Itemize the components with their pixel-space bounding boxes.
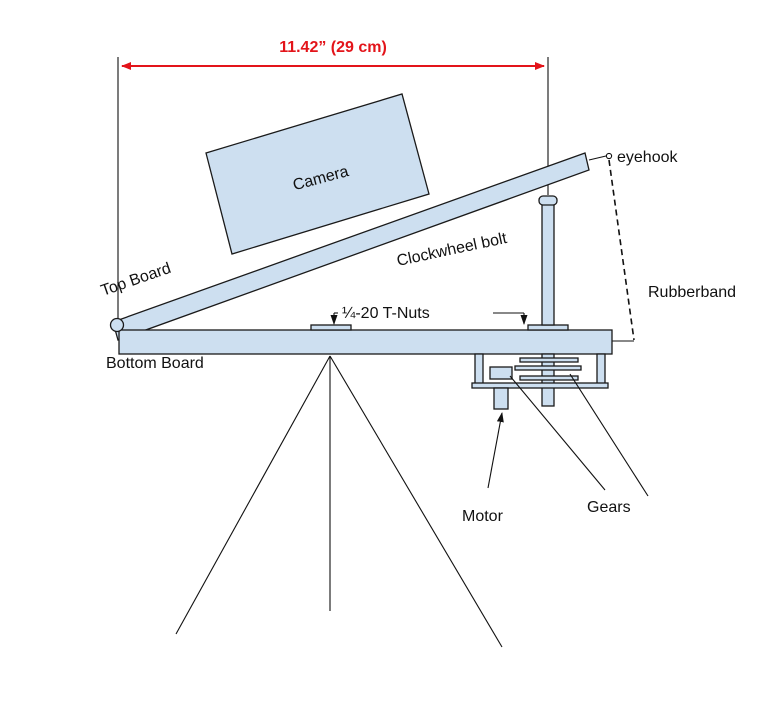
gears-leader-2 [569,373,649,497]
motor-arrow [487,412,504,489]
motor-body [493,387,509,410]
eyehook-icon [605,152,613,160]
bottom-board [118,329,613,355]
motor-label: Motor [462,508,504,525]
leader-lines [330,312,649,497]
rubberband-group [588,152,635,342]
rubberband-line [608,159,635,341]
tripod-leg-right [329,355,503,648]
top-board [112,152,590,341]
dimension-label: 11.42” (29 cm) [279,39,387,56]
gearbox [471,353,609,410]
motor-pinion [489,366,513,380]
gear-middle [514,365,582,371]
camera-body [205,93,430,255]
clockwheel-bolt-label: Clockwheel bolt [395,230,509,270]
eyehook-wire [588,155,607,161]
t-nuts-label: ¼-20 T-Nuts [342,305,430,322]
gearbox-post-left [474,353,484,385]
tripod-leg-left [175,355,331,635]
clockwheel-bolt-shaft [541,201,555,326]
clockwheel-bolt-group [538,195,558,326]
hinge-icon [109,317,125,333]
eyehook-label: eyehook [617,149,678,166]
gears-leader-1 [509,375,606,491]
rubberband-label: Rubberband [648,284,736,301]
bottom-board-group [109,317,613,355]
clockwheel-bolt-head [538,195,558,206]
gear-upper [519,357,579,363]
gear-lower [519,375,579,381]
bottom-board-label: Bottom Board [106,355,204,372]
top-board-group: Camera [112,93,590,341]
gearbox-plate [471,382,609,389]
t-nut-right [527,324,569,331]
gears-label: Gears [587,499,631,516]
t-nut-left [310,324,352,331]
dimension-annotation: 11.42” (29 cm) [117,39,549,322]
tripod [175,355,503,648]
gearbox-post-right [596,353,606,385]
top-board-label: Top Board [99,260,173,300]
